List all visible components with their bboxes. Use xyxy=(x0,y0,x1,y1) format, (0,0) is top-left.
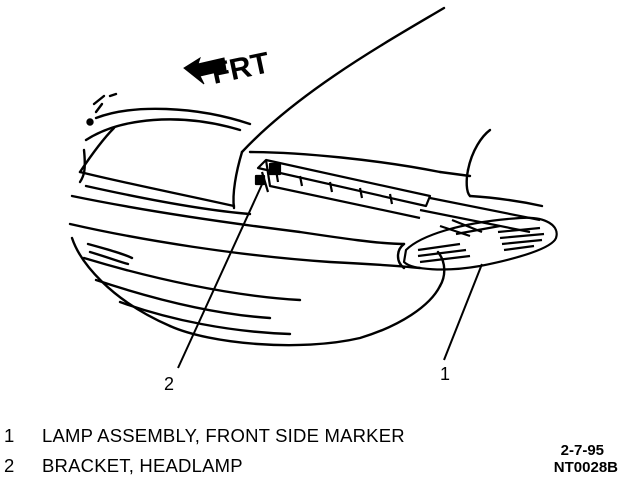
legend-item-2: 2 BRACKET, HEADLAMP xyxy=(4,455,243,476)
figure-date: 2-7-95 xyxy=(560,442,604,459)
front-direction-label: FRT xyxy=(209,46,273,90)
headlamp-bracket xyxy=(254,158,432,220)
callout-1-label: 1 xyxy=(440,364,450,384)
legend-item-1: 1 LAMP ASSEMBLY, FRONT SIDE MARKER xyxy=(4,425,405,446)
front-direction-arrow: FRT xyxy=(183,46,273,91)
vehicle-front-end xyxy=(68,6,544,347)
legend-item-1-text: LAMP ASSEMBLY, FRONT SIDE MARKER xyxy=(42,425,405,446)
legend-item-2-text: BRACKET, HEADLAMP xyxy=(42,455,243,476)
side-marker-lamp xyxy=(402,196,558,271)
callout-2-label: 2 xyxy=(164,374,174,394)
callout-1: 1 xyxy=(440,263,483,384)
legend-item-1-number: 1 xyxy=(4,425,15,446)
legend-item-2-number: 2 xyxy=(4,455,15,476)
callout-2: 2 xyxy=(164,179,265,394)
figure-id: NT0028B xyxy=(553,459,618,476)
